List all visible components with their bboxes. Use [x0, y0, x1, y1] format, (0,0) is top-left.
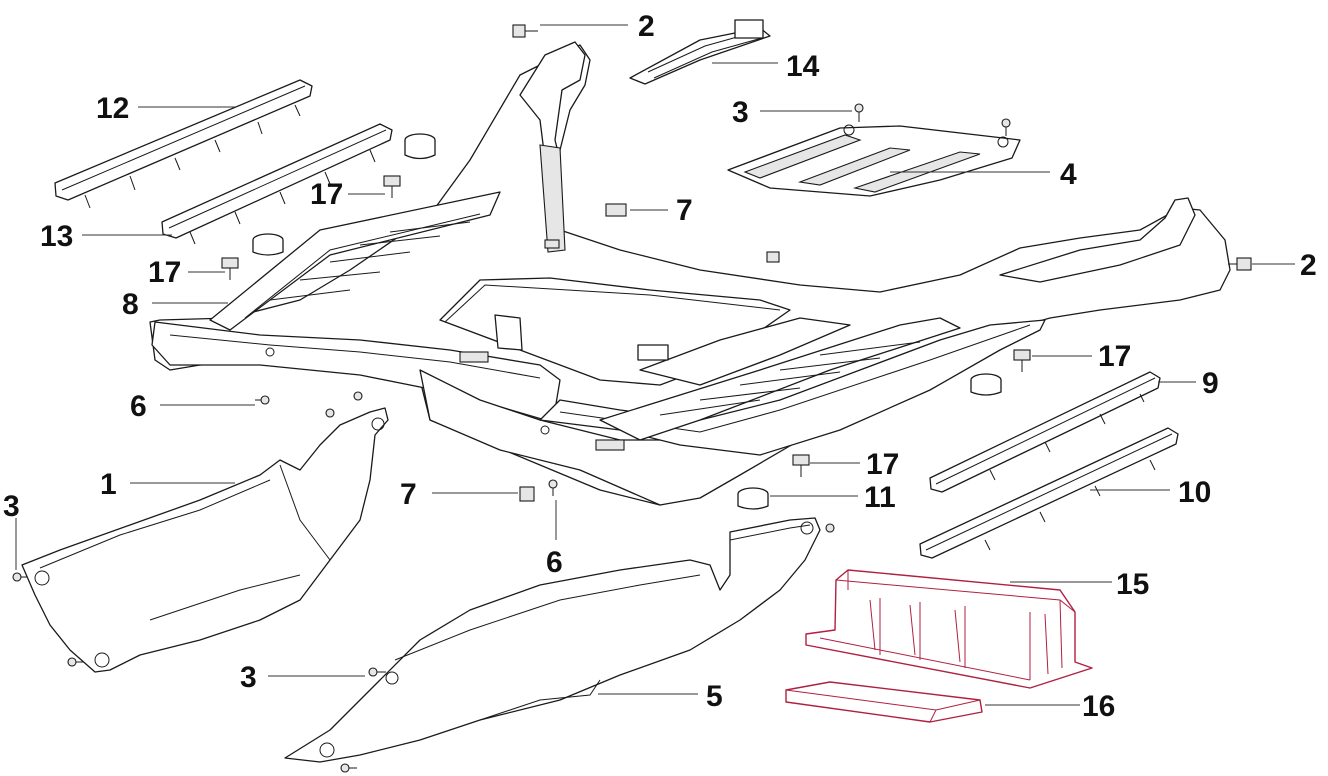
callout-1: 1 [100, 468, 117, 501]
callout-17-right: 17 [1098, 340, 1131, 373]
rubber-caps [252, 133, 1002, 510]
callout-5: 5 [706, 680, 723, 713]
callout-labels: 2 14 12 3 4 17 13 7 17 2 8 17 9 6 1 17 3… [3, 10, 1317, 723]
callout-17-top: 17 [310, 178, 343, 211]
callout-8: 8 [122, 288, 139, 321]
callout-3-top: 3 [732, 96, 749, 129]
callout-13: 13 [40, 220, 73, 253]
rubber-pad-part-16 [785, 681, 983, 723]
left-lower-rail-part-13 [161, 123, 393, 245]
callout-4: 4 [1060, 158, 1077, 191]
callout-10: 10 [1178, 476, 1211, 509]
callout-15: 15 [1116, 568, 1149, 601]
footboard-clip-strip-part [629, 19, 771, 85]
callout-2-right: 2 [1300, 249, 1317, 282]
callout-14: 14 [786, 50, 820, 83]
callout-7-top: 7 [676, 194, 693, 227]
callout-3-left: 3 [3, 490, 20, 523]
callout-6-center: 6 [546, 546, 563, 579]
storage-box-part-15 [805, 569, 1093, 689]
left-side-cover-part-1 [21, 407, 389, 673]
callout-6-left: 6 [130, 390, 147, 423]
callout-2-top: 2 [638, 10, 655, 43]
callout-11: 11 [864, 481, 896, 514]
fasteners [12, 24, 1252, 773]
callout-17-left: 17 [148, 256, 181, 289]
callout-9: 9 [1202, 367, 1219, 400]
right-upper-rail-part-9 [929, 371, 1161, 493]
callout-7-center: 7 [400, 478, 417, 511]
right-side-cover-part-5 [284, 517, 821, 763]
callout-3-bottom: 3 [240, 661, 257, 694]
floor-frame-part [149, 41, 1231, 506]
callout-16: 16 [1082, 690, 1115, 723]
left-upper-rail-part-12 [54, 79, 313, 209]
callout-17-center: 17 [866, 448, 899, 481]
right-lower-rail-part-10 [919, 427, 1179, 559]
callout-12: 12 [96, 92, 129, 125]
leader-lines [15, 24, 1295, 706]
rear-footrest-mat-part [727, 124, 1021, 197]
